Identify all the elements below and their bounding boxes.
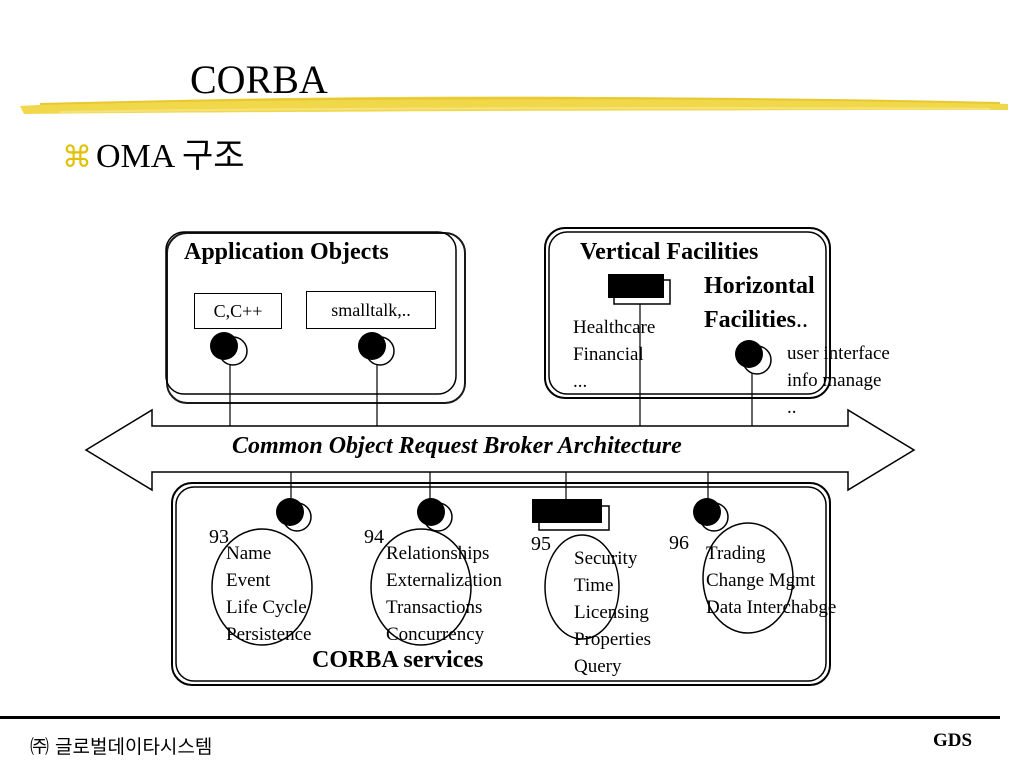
application-objects-box-inner [165, 231, 457, 395]
plug-vertical-facilities [608, 274, 671, 305]
horizontal-facilities-title-line2: Facilities.. [704, 308, 808, 332]
vertical-item-healthcare: Healthcare [573, 317, 656, 338]
services-93-ellipse [211, 528, 313, 646]
vertical-item-financial: Financial [573, 344, 644, 365]
horizontal-item-info-manage: info manage [787, 370, 882, 391]
corba-services-title: CORBA services [312, 647, 484, 673]
service-item-persistence: Persistence [226, 624, 312, 645]
service-item-event: Event [226, 570, 271, 591]
services-93-year: 93 [209, 526, 229, 548]
vertical-facilities-box-inner [548, 231, 827, 395]
vertical-facilities-box [544, 227, 831, 399]
plug-smalltalk [358, 332, 395, 366]
plug-services-93 [276, 498, 312, 532]
service-item-licensing: Licensing [574, 602, 649, 623]
language-box-smalltalk: smalltalk,.. [306, 291, 436, 329]
services-94-year: 94 [364, 526, 384, 548]
application-objects-title: Application Objects [184, 239, 389, 265]
service-item-relationships: Relationships [386, 543, 490, 564]
horizontal-item-more: .. [787, 397, 797, 418]
service-item-life-cycle: Life Cycle [226, 597, 307, 618]
horizontal-facilities-title-suffix: .. [795, 307, 808, 333]
horizontal-facilities-list: user interface info manage .. [787, 340, 890, 421]
service-item-query: Query [574, 656, 622, 677]
orb-arrow [84, 408, 916, 492]
service-item-time: Time [574, 575, 614, 596]
vertical-item-more: ... [573, 371, 588, 392]
vertical-facilities-list: Healthcare Financial ... [573, 314, 655, 395]
footer-brand: GDS [933, 730, 973, 751]
vertical-facilities-title: Vertical Facilities [580, 239, 759, 265]
horizontal-facilities-title-word: Facilities [704, 307, 796, 333]
services-95-list: Security Time Licensing Properties Query [574, 545, 651, 680]
service-item-name: Name [226, 543, 272, 564]
footer-company-name: ㈜ 글로벌데이타시스템 [30, 736, 213, 758]
service-item-transactions: Transactions [386, 597, 483, 618]
services-96-year: 96 [669, 532, 689, 554]
orb-label: Common Object Request Broker Architectur… [232, 433, 682, 459]
services-93-list: Name Event Life Cycle Persistence [226, 540, 311, 648]
bullet-icon: ⌘ [62, 140, 92, 175]
services-94-ellipse [370, 528, 472, 646]
application-objects-box [166, 232, 466, 404]
horizontal-facilities-title-line1: Horizontal [704, 273, 815, 299]
plug-c-cpp [210, 332, 248, 366]
slide-title: CORBA [190, 57, 328, 102]
service-item-trading: Trading [706, 543, 766, 564]
service-item-data-interchange: Data Interchabge [706, 597, 837, 618]
service-item-externalization: Externalization [386, 570, 503, 591]
language-box-c-cpp: C,C++ [194, 293, 282, 329]
plug-services-95 [532, 499, 610, 531]
service-item-concurrency: Concurrency [386, 624, 485, 645]
service-item-properties: Properties [574, 629, 652, 650]
footer-divider [0, 716, 1000, 719]
services-94-list: Relationships Externalization Transactio… [386, 540, 502, 648]
title-highlighter-stroke [20, 96, 1008, 114]
service-item-change-mgmt: Change Mgmt [706, 570, 816, 591]
services-96-list: Trading Change Mgmt Data Interchabge [706, 540, 836, 621]
horizontal-item-user-interface: user interface [787, 343, 890, 364]
service-item-security: Security [574, 548, 638, 569]
corba-services-box [171, 482, 831, 686]
subtitle-text: OMA 구조 [96, 138, 245, 175]
plug-services-94 [417, 498, 453, 532]
services-96-ellipse [702, 522, 794, 634]
services-95-ellipse [544, 534, 620, 640]
corba-services-box-inner [175, 486, 827, 682]
services-95-year: 95 [531, 533, 551, 555]
slide-subtitle: ⌘OMA 구조 [62, 140, 245, 174]
plug-services-96 [693, 498, 729, 532]
plug-horizontal-facilities [735, 340, 772, 375]
